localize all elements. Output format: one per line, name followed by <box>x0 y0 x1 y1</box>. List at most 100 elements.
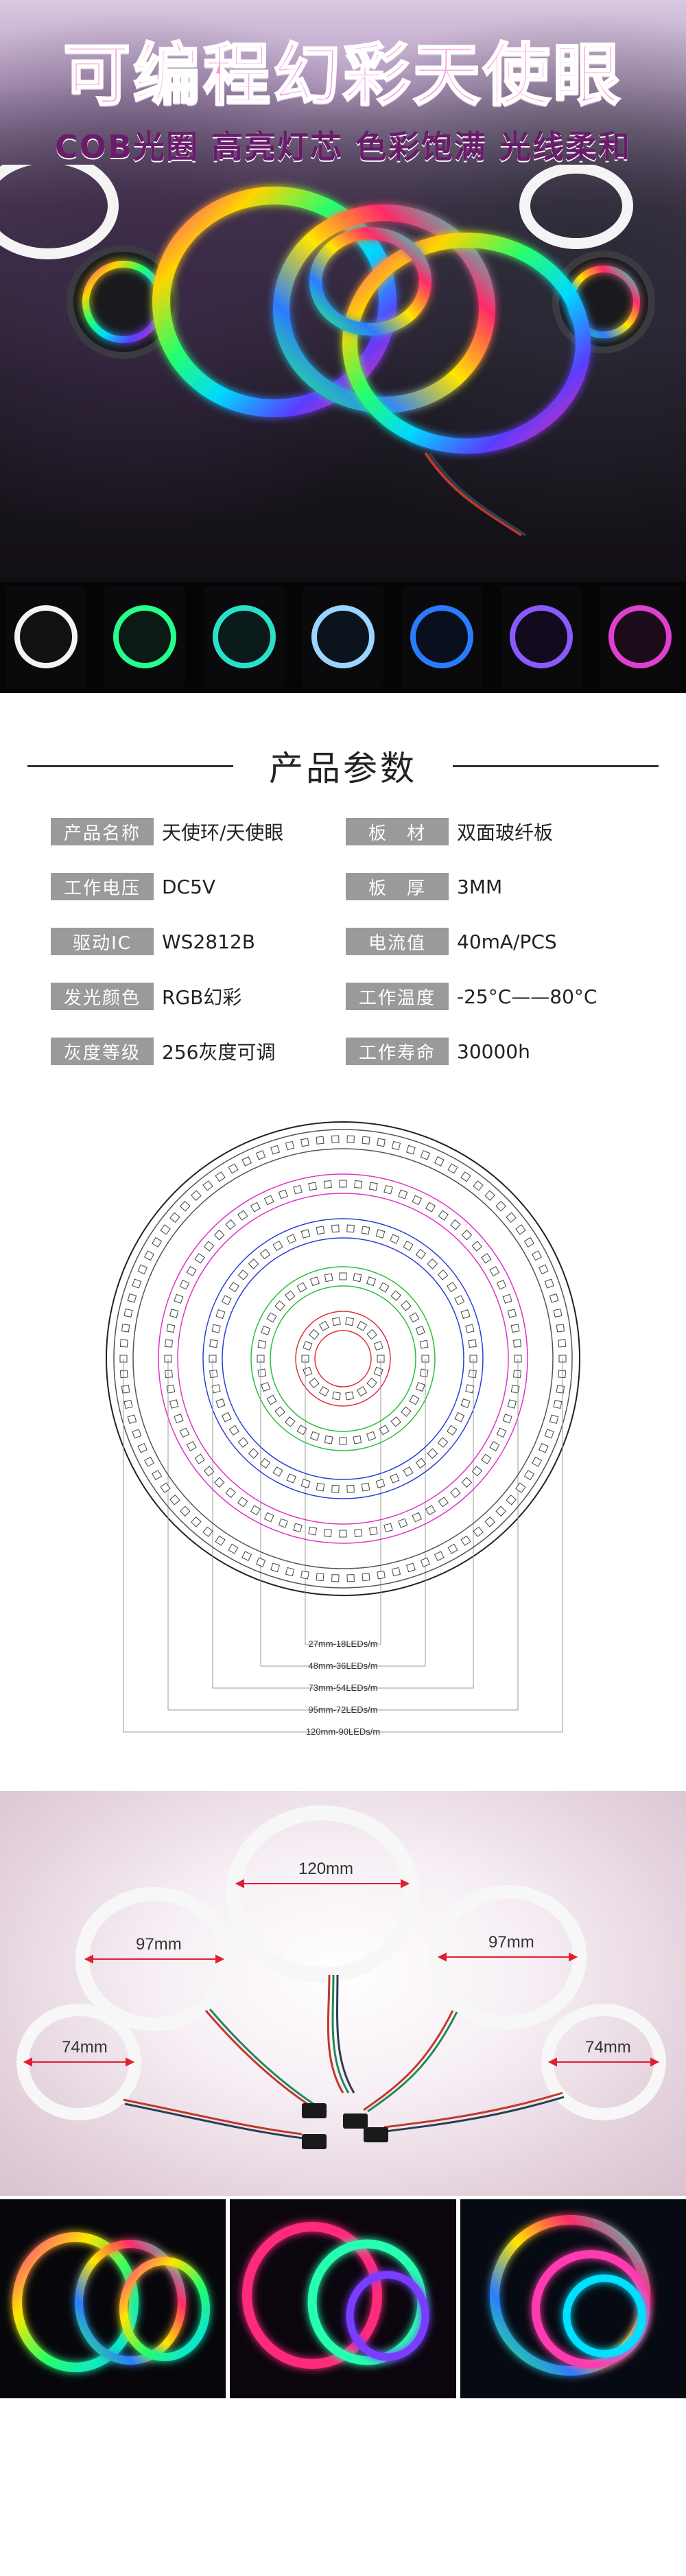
led-chip <box>169 1309 179 1318</box>
led-chip <box>169 1494 180 1506</box>
led-chip <box>368 1182 378 1191</box>
led-chip <box>309 1328 320 1340</box>
led-chip <box>420 1557 431 1567</box>
led-chip <box>354 1529 363 1537</box>
dimension-label: 74mm <box>585 2038 631 2057</box>
dimension-label: 120mm <box>298 1860 354 1878</box>
rgb-ring-1 <box>152 187 397 417</box>
led-chip <box>391 1140 401 1151</box>
led-chip <box>366 1328 377 1340</box>
thumb-teal <box>203 586 285 688</box>
diagram-ring-outline <box>177 1193 509 1525</box>
led-chip <box>461 1477 473 1488</box>
led-chip <box>391 1567 401 1577</box>
led-chip <box>489 1265 500 1277</box>
led-chip <box>293 1523 303 1533</box>
led-chip <box>121 1324 130 1333</box>
led-chip <box>556 1385 565 1394</box>
led-chip <box>203 1241 215 1252</box>
spec-value: DC5V <box>162 875 216 898</box>
led-chip <box>390 1290 401 1301</box>
spec-value: 30000h <box>457 1040 530 1063</box>
product-photo: 120mm 97mm 97mm 74mm 74mm <box>0 1791 686 2196</box>
led-chip <box>454 1412 465 1422</box>
spec-value: 3MM <box>457 875 503 898</box>
led-chip <box>377 1570 386 1580</box>
led-chip <box>465 1324 475 1333</box>
led-chip <box>362 1136 370 1145</box>
ring-label: 120mm-90LEDs/m <box>306 1726 380 1737</box>
led-chip <box>261 1325 271 1336</box>
led-chip <box>345 1391 354 1401</box>
led-chip <box>308 1182 318 1191</box>
led-chip <box>361 1226 370 1235</box>
led-chip <box>119 1339 128 1348</box>
led-chip <box>209 1369 218 1379</box>
led-chip <box>390 1473 400 1484</box>
ring-120mm <box>226 1805 419 1982</box>
thumb-green <box>104 586 186 688</box>
led-chip <box>241 1156 252 1167</box>
led-chip <box>237 1437 249 1448</box>
led-chip <box>513 1370 521 1379</box>
led-chip <box>401 1300 412 1311</box>
hero-banner: 可编程幻彩天使眼 COB光圈 高亮灯芯 色彩饱满 光线柔和 <box>0 0 686 693</box>
led-chip <box>191 1517 202 1527</box>
led-chip <box>274 1406 285 1417</box>
led-chip <box>166 1324 176 1333</box>
led-chip <box>405 1562 416 1573</box>
led-chip <box>303 1341 313 1351</box>
led-chip <box>398 1518 408 1528</box>
led-chip <box>420 1150 431 1160</box>
led-chip <box>324 1273 333 1283</box>
led-chip <box>300 1570 309 1580</box>
led-chip <box>339 1530 347 1538</box>
led-chip <box>211 1324 221 1333</box>
led-chip <box>194 1253 205 1264</box>
led-chip <box>419 1368 429 1378</box>
led-chip <box>174 1293 184 1304</box>
led-chip <box>447 1425 458 1436</box>
led-chip <box>339 1437 347 1445</box>
led-chip <box>425 1202 436 1213</box>
led-chip <box>255 1150 266 1160</box>
led-chip <box>515 1482 526 1493</box>
product-rings-svg <box>16 1805 666 2149</box>
led-chip <box>285 1140 295 1151</box>
led-chip <box>324 1435 333 1444</box>
led-chip <box>415 1457 427 1469</box>
led-chip <box>447 1543 458 1554</box>
led-chip <box>366 1431 377 1441</box>
led-chip <box>523 1237 534 1248</box>
connector <box>364 2127 388 2142</box>
dimension-label: 97mm <box>488 1933 534 1952</box>
led-chip <box>390 1416 401 1427</box>
led-chip <box>316 1226 325 1235</box>
ring-size-diagram: 27mm-18LEDs/m 48mm-36LEDs/m 73mm-54LEDs/… <box>106 1121 580 1737</box>
led-chip <box>346 1574 355 1582</box>
led-chip <box>515 1224 526 1235</box>
led-chip <box>438 1210 449 1221</box>
led-chip <box>373 1341 383 1351</box>
led-chip <box>460 1535 471 1546</box>
led-chip <box>356 1320 368 1331</box>
led-chip <box>237 1269 249 1280</box>
led-chip <box>558 1339 567 1348</box>
led-chip <box>259 1248 271 1260</box>
led-chip <box>339 1272 347 1280</box>
led-chip <box>507 1309 517 1318</box>
led-chip <box>257 1339 267 1349</box>
ring-74mm-right <box>541 2004 666 2120</box>
led-chip <box>346 1224 355 1233</box>
led-chip <box>502 1293 512 1304</box>
spec-label: 工作温度 <box>346 983 449 1010</box>
thumbnail-strip <box>0 582 686 692</box>
led-chip <box>489 1440 500 1452</box>
led-chip <box>132 1278 142 1289</box>
led-chip <box>362 1573 370 1582</box>
led-chip <box>237 1497 248 1508</box>
led-chip <box>507 1399 517 1409</box>
lit-rings-gallery <box>0 2199 686 2398</box>
led-chip <box>513 1339 521 1348</box>
